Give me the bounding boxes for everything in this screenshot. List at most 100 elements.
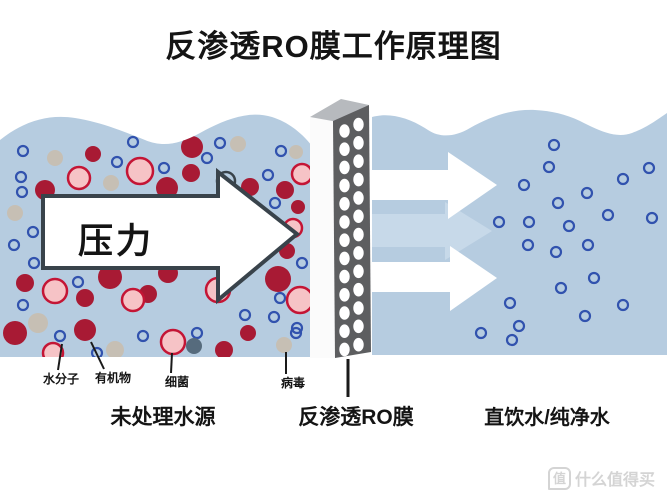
water-molecule-dot (200, 151, 214, 165)
water-molecule-dot (512, 319, 526, 333)
water-molecule-dot (587, 271, 601, 285)
legend-label-bacteria: 细菌 (164, 375, 189, 389)
membrane-pore (339, 215, 350, 229)
organic-particle (291, 200, 305, 214)
organic-particle (276, 181, 294, 199)
flow-arrow-top (372, 152, 497, 219)
organic-particle (182, 164, 200, 182)
organic-particle (240, 325, 256, 341)
pure-water-molecules (474, 138, 659, 347)
virus-particle (7, 205, 23, 221)
water-molecule-dot (126, 135, 140, 149)
water-molecule-dot (7, 238, 21, 252)
water-molecule-dot (155, 127, 169, 141)
water-molecule-dot (562, 219, 576, 233)
bacteria-particle (120, 287, 146, 313)
water-molecule-dot (616, 172, 630, 186)
virus-particle (289, 145, 303, 159)
water-molecule-dot (581, 238, 595, 252)
virus-particle (154, 115, 172, 133)
virus-particle (28, 313, 48, 333)
water-molecule-dot (289, 326, 303, 340)
ro-membrane (333, 105, 371, 358)
water-molecule-dot (290, 321, 304, 335)
membrane-pore (339, 288, 350, 302)
water-molecule-dot (274, 144, 288, 158)
water-molecule-dot (551, 196, 565, 210)
membrane-pore (353, 319, 364, 334)
water-molecule-dot (547, 138, 561, 152)
bacteria-particle (41, 341, 65, 357)
organic-particle (74, 319, 96, 341)
bacteria-particle (125, 156, 155, 186)
water-molecule-dot (15, 185, 29, 199)
legend-pointer-lines (57, 341, 287, 374)
sediment-particle (186, 338, 202, 354)
water-molecule-dot (521, 238, 535, 252)
membrane-pore (339, 142, 350, 156)
bacteria-particle (290, 162, 312, 186)
membrane-pore (353, 246, 364, 260)
water-molecule-dot (14, 170, 28, 184)
water-molecule-dot (645, 211, 659, 225)
water-molecule-dot (522, 215, 536, 229)
membrane-pore (339, 306, 350, 320)
water-molecule-dot (492, 215, 506, 229)
water-molecule-dot (238, 308, 252, 322)
water-molecule-dot (53, 329, 67, 343)
water-molecule-dot (273, 291, 287, 305)
membrane-side-face (310, 117, 335, 358)
water-molecule-dot (503, 296, 517, 310)
water-molecule-dot (26, 225, 40, 239)
water-molecule-dot (505, 333, 519, 347)
virus-particle (103, 175, 119, 191)
membrane-pore (353, 282, 364, 297)
water-molecule-dot (16, 144, 30, 158)
water-molecule-dot (110, 155, 124, 169)
bacteria-particle (159, 328, 187, 356)
bacteria-particle (41, 277, 69, 305)
water-molecule-dot (554, 281, 568, 295)
membrane-pore (339, 160, 350, 175)
membrane-pore (339, 197, 350, 211)
organic-particle (3, 321, 27, 345)
organic-particle (265, 266, 291, 292)
water-molecule-dot (517, 178, 531, 192)
water-molecule-dot (261, 168, 275, 182)
water-molecule-dot (71, 275, 85, 289)
water-molecule-dot (213, 136, 227, 150)
water-molecule-dot (642, 161, 656, 175)
bacteria-particle (285, 285, 312, 315)
membrane-pore (353, 154, 364, 168)
water-molecule-dot (580, 186, 594, 200)
organic-particle (16, 274, 34, 292)
organic-particle (98, 265, 122, 289)
clean-water-label: 直饮水/纯净水 (484, 407, 610, 429)
organic-particle (156, 177, 178, 199)
membrane-pore (353, 227, 364, 242)
diagram-title: 反渗透RO膜工作原理图 (165, 29, 502, 64)
flow-arrow-faint (372, 202, 492, 260)
watermark-text: 什么值得买 (575, 472, 656, 489)
water-molecule-dot (295, 256, 309, 270)
organic-particle (215, 341, 233, 357)
water-molecule-dot (267, 310, 281, 324)
water-molecule-dot (549, 245, 563, 259)
water-molecule-dot (136, 329, 150, 343)
legend-label-organic: 有机物 (94, 371, 131, 385)
membrane-pores (339, 117, 364, 357)
watermark: 值 什么值得买 (548, 466, 655, 490)
organic-particle (85, 146, 101, 162)
virus-particle (276, 337, 292, 353)
membrane-pore (353, 337, 364, 352)
membrane-pore (353, 264, 364, 279)
pointer-line-bacteria (170, 352, 173, 374)
membrane-pore (339, 324, 350, 339)
membrane-pore (353, 172, 364, 187)
water-molecule-dot (474, 326, 488, 340)
membrane-pore (353, 301, 364, 315)
membrane-pore (339, 251, 350, 266)
water-molecule-dot (268, 196, 282, 210)
